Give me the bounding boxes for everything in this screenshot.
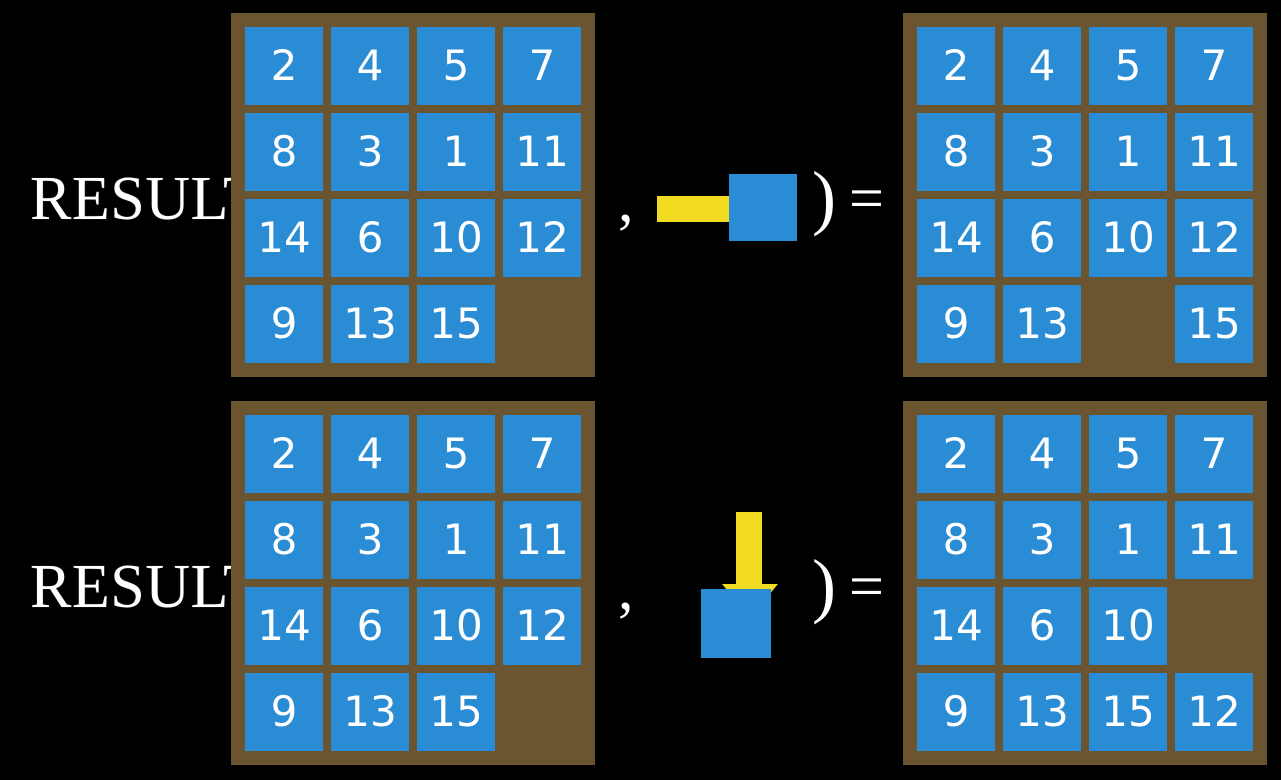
tile[interactable]: 4 [1003,27,1081,105]
equals-row-1: = [849,165,884,233]
tile[interactable]: 1 [1089,501,1167,579]
tile[interactable]: 5 [417,415,495,493]
blank-cell[interactable] [1175,587,1253,665]
tile[interactable]: 11 [503,113,581,191]
close-paren-row-1: ) [812,157,836,237]
action-blank-tile-row-2[interactable] [701,589,771,658]
tile[interactable]: 5 [1089,415,1167,493]
tile[interactable]: 7 [1175,415,1253,493]
tile[interactable]: 14 [245,199,323,277]
output-board-row-1[interactable]: 2 4 5 7 8 3 1 11 14 6 10 12 9 13 15 [903,13,1267,377]
tile[interactable]: 3 [1003,501,1081,579]
tile[interactable]: 14 [917,587,995,665]
tile[interactable]: 7 [1175,27,1253,105]
tile[interactable]: 10 [417,199,495,277]
tile[interactable]: 15 [417,673,495,751]
equals-row-2: = [849,553,884,621]
tile[interactable]: 7 [503,415,581,493]
tile[interactable]: 12 [503,587,581,665]
tile[interactable]: 8 [245,113,323,191]
board-grid: 2 4 5 7 8 3 1 11 14 6 10 12 9 13 15 [917,27,1253,363]
tile[interactable]: 7 [503,27,581,105]
tile[interactable]: 2 [245,27,323,105]
comma-row-2: , [618,555,634,623]
tile[interactable]: 8 [917,501,995,579]
tile[interactable]: 9 [917,285,995,363]
tile[interactable]: 5 [1089,27,1167,105]
tile[interactable]: 9 [245,673,323,751]
tile[interactable]: 14 [917,199,995,277]
tile[interactable]: 12 [503,199,581,277]
tile[interactable]: 4 [331,415,409,493]
tile[interactable]: 6 [1003,199,1081,277]
tile[interactable]: 12 [1175,199,1253,277]
tile[interactable]: 4 [331,27,409,105]
tile[interactable]: 13 [1003,285,1081,363]
tile[interactable]: 5 [417,27,495,105]
tile[interactable]: 10 [417,587,495,665]
tile[interactable]: 1 [417,501,495,579]
board-grid: 2 4 5 7 8 3 1 11 14 6 10 12 9 13 15 [245,27,581,363]
tile[interactable]: 15 [1175,285,1253,363]
action-blank-tile-row-1[interactable] [729,174,797,241]
tile[interactable]: 11 [1175,501,1253,579]
tile[interactable]: 9 [245,285,323,363]
tile[interactable]: 13 [1003,673,1081,751]
tile[interactable]: 12 [1175,673,1253,751]
tile[interactable]: 15 [417,285,495,363]
tile[interactable]: 10 [1089,587,1167,665]
tile[interactable]: 6 [331,199,409,277]
tile[interactable]: 11 [1175,113,1253,191]
tile[interactable]: 1 [417,113,495,191]
blank-cell[interactable] [1089,285,1167,363]
tile[interactable]: 4 [1003,415,1081,493]
tile[interactable]: 14 [245,587,323,665]
tile[interactable]: 3 [331,113,409,191]
tile[interactable]: 10 [1089,199,1167,277]
tile[interactable]: 3 [1003,113,1081,191]
board-grid: 2 4 5 7 8 3 1 11 14 6 10 9 13 15 12 [917,415,1253,751]
tile[interactable]: 11 [503,501,581,579]
tile[interactable]: 2 [917,27,995,105]
board-grid: 2 4 5 7 8 3 1 11 14 6 10 12 9 13 15 [245,415,581,751]
tile[interactable]: 9 [917,673,995,751]
tile[interactable]: 2 [245,415,323,493]
input-board-row-1[interactable]: 2 4 5 7 8 3 1 11 14 6 10 12 9 13 15 [231,13,595,377]
tile[interactable]: 13 [331,673,409,751]
tile[interactable]: 6 [1003,587,1081,665]
input-board-row-2[interactable]: 2 4 5 7 8 3 1 11 14 6 10 12 9 13 15 [231,401,595,765]
blank-cell[interactable] [503,673,581,751]
tile[interactable]: 1 [1089,113,1167,191]
tile[interactable]: 6 [331,587,409,665]
tile[interactable]: 8 [245,501,323,579]
blank-cell[interactable] [503,285,581,363]
close-paren-row-2: ) [812,545,836,625]
tile[interactable]: 8 [917,113,995,191]
comma-row-1: , [618,167,634,235]
output-board-row-2[interactable]: 2 4 5 7 8 3 1 11 14 6 10 9 13 15 12 [903,401,1267,765]
tile[interactable]: 15 [1089,673,1167,751]
tile[interactable]: 13 [331,285,409,363]
tile[interactable]: 2 [917,415,995,493]
tile[interactable]: 3 [331,501,409,579]
